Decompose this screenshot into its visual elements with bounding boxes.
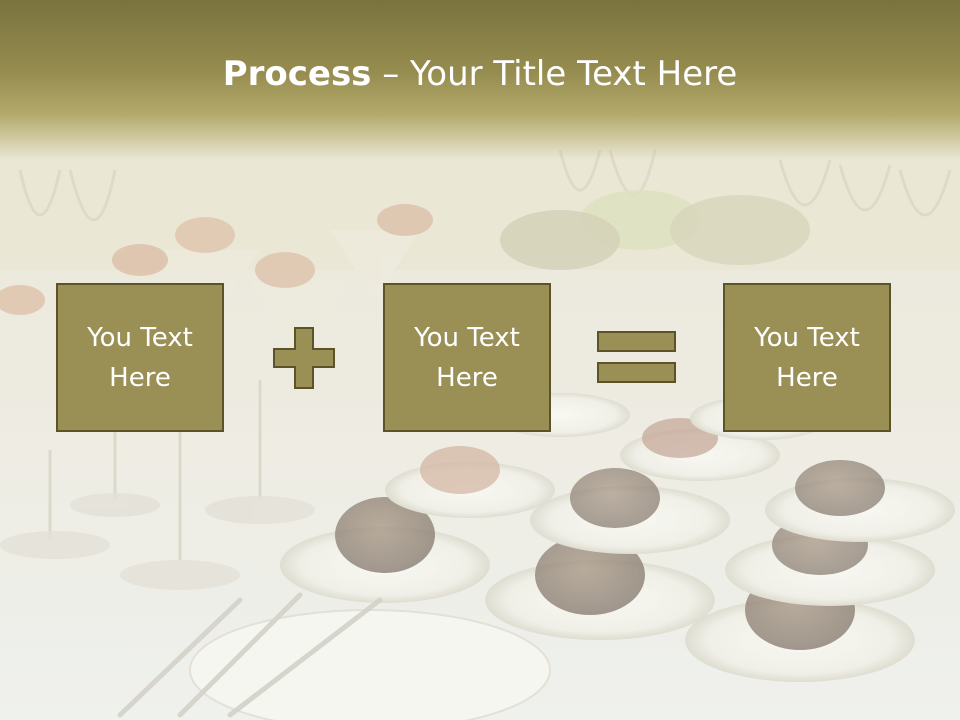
slide-title: Process – Your Title Text Here	[0, 52, 960, 96]
plus-icon	[273, 327, 335, 389]
process-box-1-text: You Text Here	[87, 322, 193, 393]
process-box-3: You Text Here	[723, 283, 891, 432]
title-band	[0, 0, 960, 160]
title-bold: Process	[222, 54, 372, 94]
process-box-3-text: You Text Here	[754, 322, 860, 393]
title-rest: – Your Title Text Here	[371, 54, 738, 94]
equals-icon	[597, 331, 676, 383]
process-box-1: You Text Here	[56, 283, 224, 432]
process-box-2-text: You Text Here	[414, 322, 520, 393]
process-box-2: You Text Here	[383, 283, 551, 432]
